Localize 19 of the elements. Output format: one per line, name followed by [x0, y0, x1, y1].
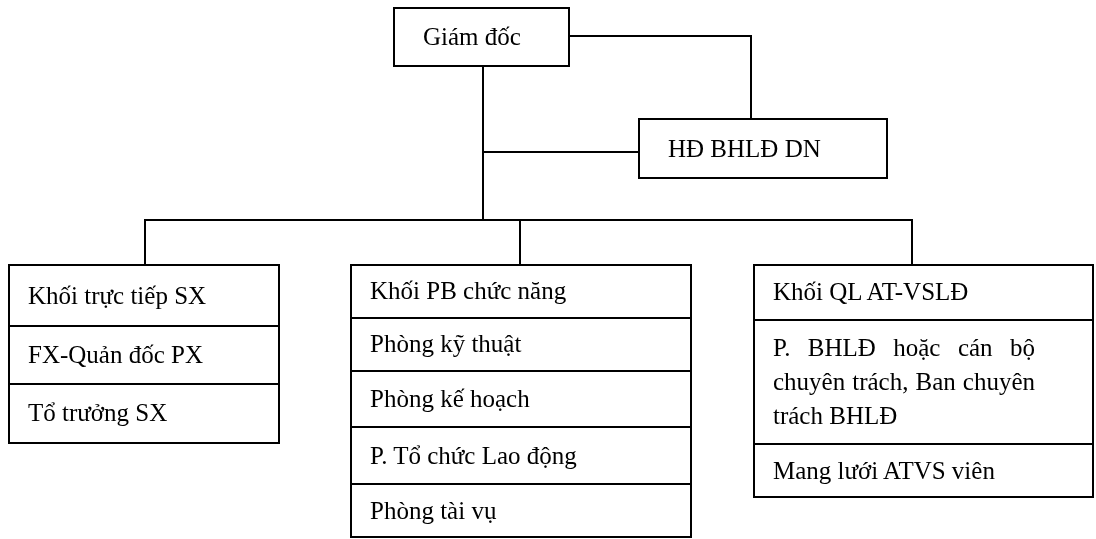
cell-text: Khối QL AT-VSLĐ	[773, 277, 970, 308]
cell-text: P. BHLĐ hoặc cán bộ chuyên trách, Ban chuyên trách BHLĐ	[773, 333, 1035, 431]
cell-text: Phòng tài vụ	[370, 495, 498, 526]
org-box	[638, 118, 888, 179]
cell-text: Phòng kỹ thuật	[370, 329, 523, 360]
cell-text: Khối PB chức năng	[370, 276, 568, 307]
cell-text: Khối trực tiếp SX	[28, 280, 208, 311]
column-table	[753, 264, 1094, 498]
column-table	[350, 264, 692, 538]
cell-text: Tổ trưởng SX	[28, 398, 169, 429]
box-text: HĐ BHLĐ DN	[668, 133, 821, 164]
box-text: Giám đốc	[423, 22, 521, 52]
cell-text: Phòng kế hoạch	[370, 384, 531, 414]
cell-text: P. Tổ chức Lao động	[370, 440, 578, 471]
cell-text: Mang lưới ATVS viên	[773, 455, 996, 486]
column-table	[8, 264, 280, 444]
connector-line	[569, 35, 752, 119]
org-box	[393, 7, 570, 67]
cell-text: FX-Quản đốc PX	[28, 340, 204, 370]
